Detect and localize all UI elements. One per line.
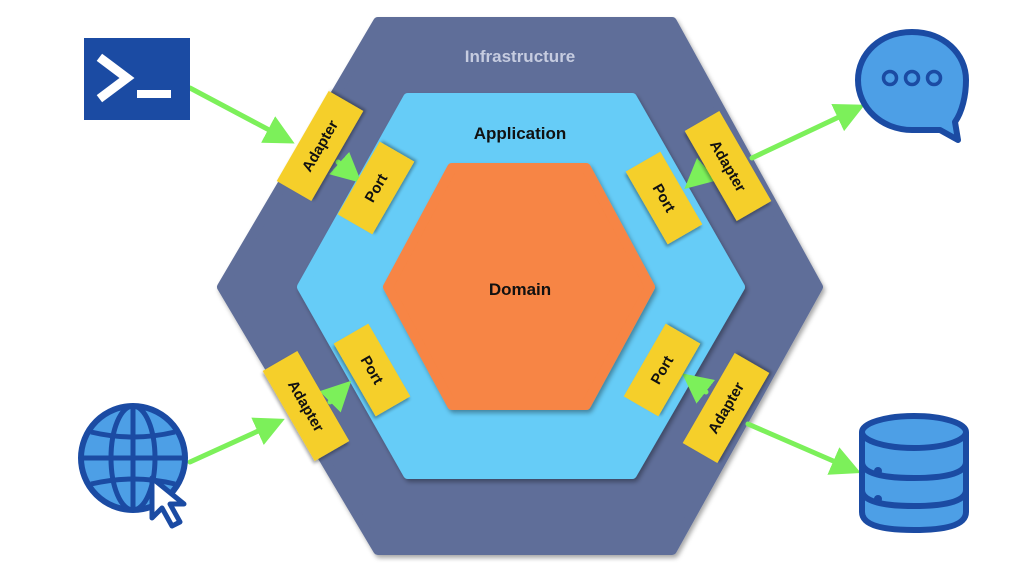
port-top-right: Port (625, 151, 703, 245)
port-bottom-left: Port (333, 323, 411, 417)
terminal-icon (84, 38, 190, 120)
arrow-adapter-to-port-top-left (329, 151, 362, 183)
infrastructure-label: Infrastructure (465, 47, 576, 66)
domain-label: Domain (489, 280, 551, 299)
database-icon (859, 413, 969, 534)
arrow-adapter-to-database (745, 421, 861, 475)
arrow-adapter-to-port-bottom-left (319, 380, 352, 413)
arrow-terminal-to-adapter (187, 85, 295, 144)
arrow-adapter-to-port-top-right (684, 157, 717, 189)
port-bottom-right: Port (623, 323, 701, 417)
domain-layer (383, 163, 655, 410)
arrow-web-to-adapter (187, 417, 285, 465)
application-label: Application (474, 124, 567, 143)
arrows (187, 85, 865, 475)
adapter-bottom-right: Adapter (682, 352, 770, 464)
arrow-adapter-to-chat (749, 104, 865, 161)
arrow-adapter-to-port-bottom-right (682, 373, 715, 404)
globe-cursor-icon (78, 403, 188, 529)
chat-bubble-icon (855, 29, 969, 143)
port-top-left: Port (337, 141, 415, 235)
